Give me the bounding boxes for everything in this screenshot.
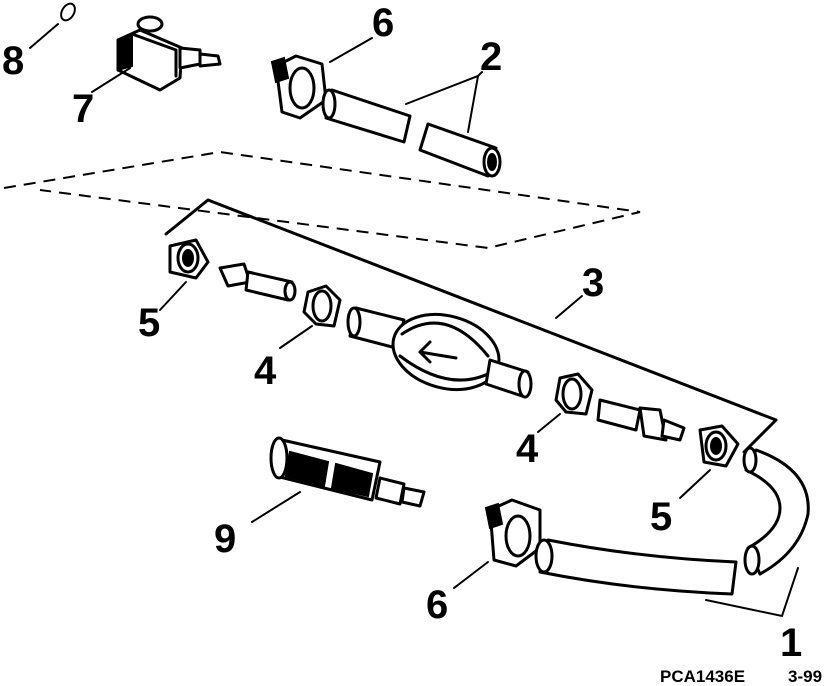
leader-8 bbox=[29, 23, 59, 49]
callout-2: 2 bbox=[480, 35, 502, 79]
callout-3: 3 bbox=[582, 261, 604, 305]
leader-3 bbox=[555, 295, 583, 319]
dashed-assembly-outline bbox=[3, 150, 641, 250]
callout-7: 7 bbox=[72, 87, 94, 131]
leader-1 bbox=[705, 567, 799, 618]
part-7-connector bbox=[116, 15, 222, 92]
callout-8: 8 bbox=[2, 39, 24, 83]
part-5-nut-left bbox=[168, 238, 210, 280]
part-8-o-ring bbox=[60, 2, 76, 22]
part-4-ring-right bbox=[554, 372, 594, 416]
barb-fitting-right bbox=[596, 398, 686, 442]
leader-4-left bbox=[279, 325, 313, 349]
callout-5-left: 5 bbox=[138, 301, 160, 345]
figure-date: 3-99 bbox=[788, 667, 822, 686]
leader-6-top bbox=[329, 37, 373, 63]
leader-6-bottom bbox=[453, 561, 489, 589]
part-6-clamp-top bbox=[270, 54, 328, 120]
leader-9 bbox=[251, 491, 301, 523]
callout-4-left: 4 bbox=[254, 349, 277, 393]
part-6-clamp-bottom bbox=[484, 498, 542, 568]
part-1-hose bbox=[534, 446, 810, 596]
figure-code: PCA1436E bbox=[660, 667, 745, 686]
callout-5-right: 5 bbox=[650, 495, 672, 539]
leader-7 bbox=[91, 67, 131, 93]
callout-6-bottom: 6 bbox=[426, 583, 448, 627]
barb-fitting-left bbox=[218, 262, 297, 302]
part-5-nut-right bbox=[698, 424, 740, 468]
leader-5-left bbox=[159, 281, 187, 311]
callout-4-right: 4 bbox=[516, 427, 539, 471]
bracket-3 bbox=[164, 198, 778, 454]
leader-4-right bbox=[537, 413, 561, 433]
part-3-primer-bulb bbox=[346, 306, 533, 399]
callout-1: 1 bbox=[780, 621, 802, 665]
callout-9: 9 bbox=[214, 517, 236, 561]
part-4-ring-left bbox=[302, 284, 342, 328]
leader-2 bbox=[405, 71, 483, 133]
callout-6-top: 6 bbox=[372, 1, 394, 45]
part-9-fuel-filter bbox=[269, 436, 426, 508]
part-2-hose-pieces bbox=[321, 88, 502, 178]
leader-5-right bbox=[679, 469, 711, 499]
